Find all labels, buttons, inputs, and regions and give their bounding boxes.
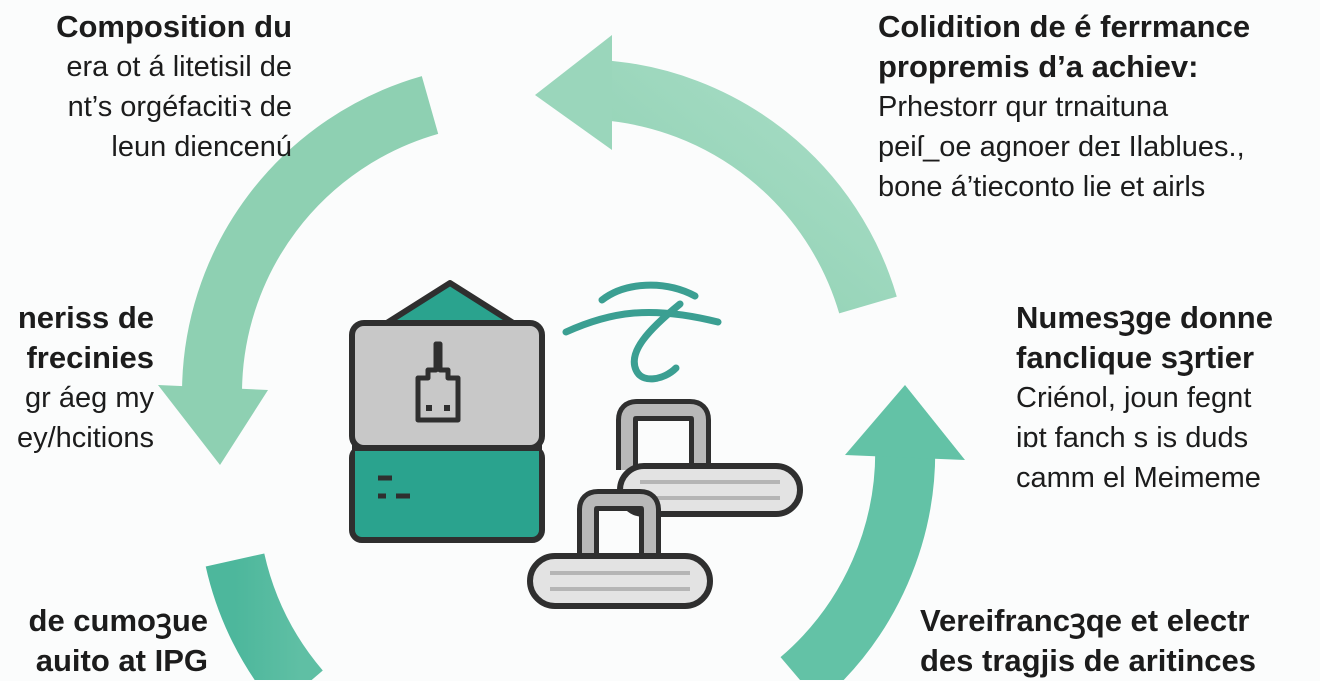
machine-icon [349, 280, 545, 543]
block-title: des tragjis de aritinces [920, 643, 1256, 678]
block-line: iɒt fanch s is duds [1016, 422, 1249, 454]
block-line: ey/hcitions [16, 422, 154, 454]
text-block-mid-right: Numesꝫge donne fanclique sꝫrtier Criénol… [1016, 298, 1273, 498]
text-block-bottom-right: Vereifrancꝫqe et electr des tragjis de a… [920, 601, 1256, 681]
text-block-top-right: Colidition de é ferrmance propremis d’a … [878, 7, 1250, 207]
text-block-top-left: Composition du era ot á litetisil de nt’… [56, 7, 292, 167]
block-line: era ot á litetisil de [66, 51, 292, 83]
cycle-arrow-right [780, 385, 965, 680]
text-block-bottom-left: de cumoꝫue auito at IPG [29, 601, 208, 681]
text-block-mid-left: neriss de frecinies gr áeg my ey/hcition… [17, 298, 154, 458]
block-title: fanclique sꝫrtier [1016, 340, 1255, 375]
block-line: camm el Meimeme [1016, 462, 1261, 494]
swoosh-icon [562, 281, 722, 383]
block-title: propremis d’a achiev: [878, 49, 1199, 84]
block-title: de cumoꝫue [28, 603, 208, 638]
block-line: nt’s orgéfacitiꝛ de [67, 91, 292, 123]
block-title: neriss de [17, 300, 154, 335]
cycle-arrow-left [158, 76, 439, 465]
block-line: gr áeg my [25, 382, 154, 414]
block-line: bone á’tieconto lie et airls [878, 171, 1206, 203]
block-line: Criénol, joun fegnt [1016, 382, 1252, 414]
cycle-arrow-bottom [205, 552, 324, 680]
block-title: auito at IPG [35, 643, 208, 678]
block-title: Colidition de é ferrmance [878, 9, 1251, 44]
block-title: Composition du [56, 9, 292, 44]
block-title: frecinies [26, 340, 154, 375]
cycle-arrow-top [535, 35, 897, 314]
block-title: Numesꝫge donne [1016, 300, 1273, 335]
block-title: Vereifrancꝫqe et electr [920, 603, 1250, 638]
block-line: peiſ_oe agnoer deɪ Ilablues., [878, 131, 1245, 163]
block-line: Prhestorr qur trnaituna [878, 91, 1169, 123]
block-line: leun diencenú [111, 131, 292, 163]
roller-icon [527, 399, 803, 609]
